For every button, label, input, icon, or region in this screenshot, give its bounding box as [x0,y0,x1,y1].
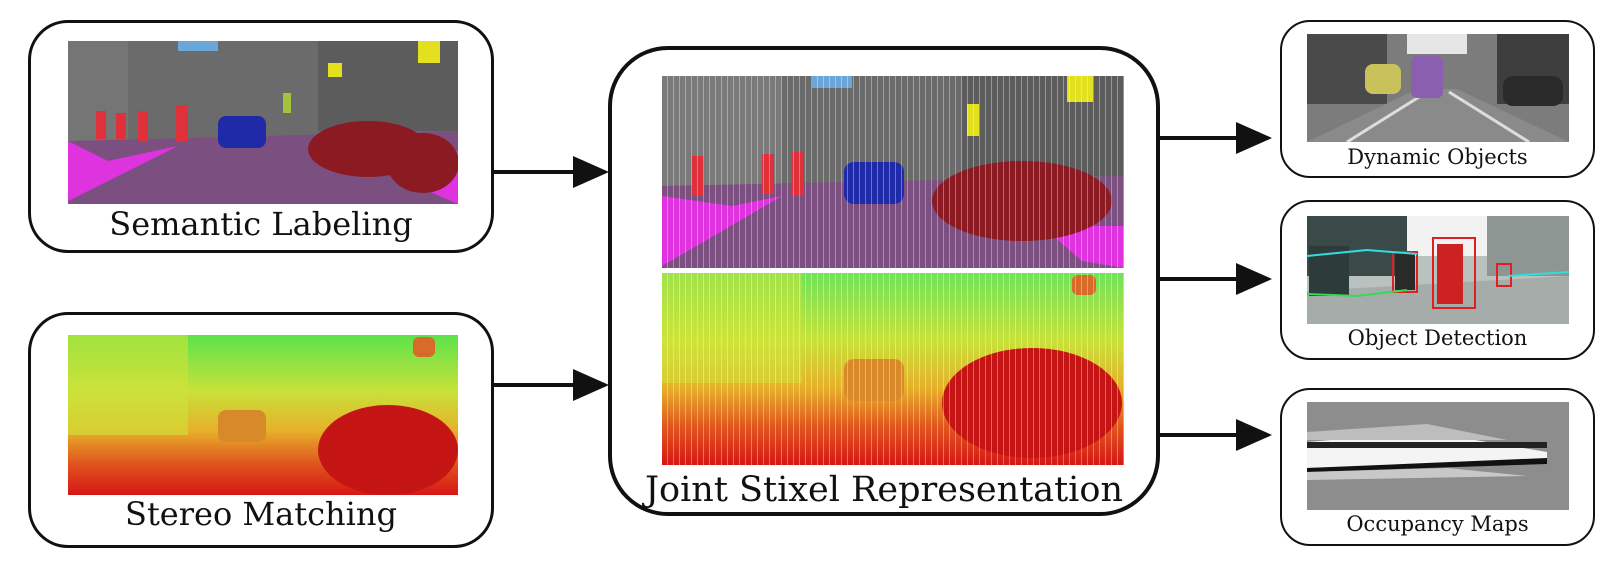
joint-stixel-label: Joint Stixel Representation [645,470,1123,510]
stereo-matching-image [68,335,458,495]
semantic-labeling-image [68,41,458,204]
dynamic-objects-panel: Dynamic Objects [1280,20,1595,178]
object-detection-image [1307,216,1569,324]
stereo-matching-panel: Stereo Matching [28,312,494,548]
occupancy-maps-panel: Occupancy Maps [1280,388,1595,546]
object-detection-panel: Object Detection [1280,200,1595,360]
stixel-disparity-image [662,273,1124,465]
dynamic-objects-label: Dynamic Objects [1347,145,1528,169]
semantic-labeling-label: Semantic Labeling [109,205,413,243]
occupancy-map-image [1307,402,1569,510]
stereo-matching-label: Stereo Matching [125,495,397,533]
object-detection-label: Object Detection [1347,326,1528,350]
occupancy-maps-label: Occupancy Maps [1346,512,1529,536]
dynamic-objects-image [1307,34,1569,142]
joint-stixel-panel: Joint Stixel Representation [608,46,1160,516]
stixel-semantic-image [662,76,1124,268]
semantic-labeling-panel: Semantic Labeling [28,20,494,253]
